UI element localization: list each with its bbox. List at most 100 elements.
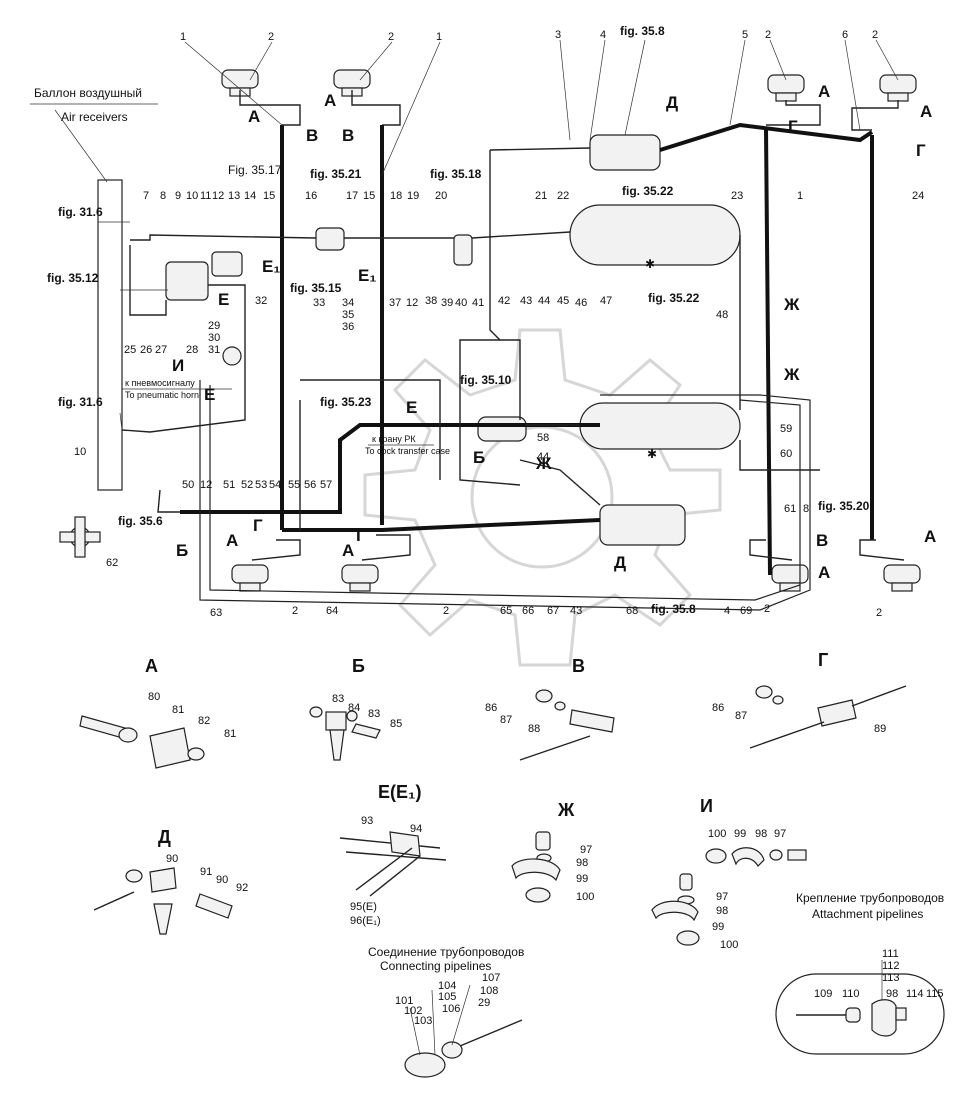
pipelines (121, 90, 905, 611)
detail-e-title: Е(Е₁) (378, 782, 421, 802)
pressure-gauge (222, 346, 242, 366)
callout: 13 (228, 190, 240, 202)
component-3521 (315, 227, 345, 251)
air-receivers-ru-label: Баллон воздушный (34, 86, 142, 100)
callout: 28 (186, 344, 198, 356)
part-number: 89 (874, 723, 886, 735)
letter-a: А (248, 107, 260, 126)
letter-g: Г (356, 526, 366, 545)
callout: 7 (143, 190, 149, 202)
callout: 22 (557, 190, 569, 202)
part-number: 96(Е₁) (350, 915, 381, 927)
part-number: 111 (882, 948, 899, 960)
part-number: 102 (404, 1005, 422, 1017)
valve-block-3512 (165, 261, 209, 301)
callout: 26 (140, 344, 152, 356)
letter-a: А (924, 527, 936, 546)
callout: 2 (443, 605, 449, 617)
callout: 21 (535, 190, 547, 202)
detail-d: Д 90 91 90 92 (93, 827, 248, 935)
callout: 15 (363, 190, 375, 202)
letter-markers: А А А А А А А А В В В Г Г Г Г Д Д Е Е Е … (172, 82, 936, 582)
letter-a: А (818, 563, 830, 582)
part-number: 99 (576, 873, 588, 885)
callout: 12 (212, 190, 224, 202)
detail-d-title: Д (158, 827, 171, 847)
part-number: 87 (500, 714, 512, 726)
valve-62 (59, 516, 101, 558)
figure-references: fig. 35.8 fig. 35.21 fig. 35.18 Fig. 35.… (47, 24, 870, 616)
part-number: 81 (224, 728, 236, 740)
part-number: 103 (414, 1015, 432, 1027)
callout: 20 (435, 190, 447, 202)
callout: 45 (557, 295, 569, 307)
letter-e: Е (218, 290, 229, 309)
part-number: 86 (712, 702, 724, 714)
attachment-en-label: Attachment pipelines (812, 907, 923, 921)
ref-358-bot: fig. 35.8 (651, 602, 696, 616)
part-number: 81 (172, 704, 184, 716)
part-number: 100 (708, 828, 726, 840)
detail-e: Е(Е₁) 93 94 95(Е) 96(Е₁) (339, 782, 447, 927)
thick-brake-lines (180, 122, 874, 576)
callout: 31 (208, 344, 220, 356)
callout: 29 (208, 320, 220, 332)
callout: 48 (716, 309, 728, 321)
callout: 3 (555, 29, 561, 41)
ref-316-top: fig. 31.6 (58, 205, 103, 219)
callout: 54 (269, 479, 281, 491)
part-number: 97 (580, 844, 592, 856)
callout: 8 (803, 503, 809, 515)
part-number: 98 (886, 988, 898, 1000)
callout: 43 (520, 295, 532, 307)
brake-valve-lower (599, 504, 686, 546)
air-receivers-panel: Баллон воздушный Air receivers (30, 86, 158, 491)
callout: 59 (780, 423, 792, 435)
part-number: 87 (735, 710, 747, 722)
annotations: к пневмосигналу To pneumatic horn к кран… (122, 378, 450, 456)
letter-b: Б (473, 448, 485, 467)
part-number: 91 (200, 866, 212, 878)
ref-3517: Fig. 35.17 (228, 163, 282, 177)
ref-3523: fig. 35.23 (320, 395, 372, 409)
part-number: 80 (148, 691, 160, 703)
letter-a: А (342, 541, 354, 560)
callout: 8 (160, 190, 166, 202)
part-number: 109 (814, 988, 832, 1000)
ref-316-bot: fig. 31.6 (58, 395, 103, 409)
part-number: 114 (906, 988, 924, 1000)
callout: 10 (74, 446, 86, 458)
to-horn-ru: к пневмосигналу (125, 378, 195, 388)
part-number: 93 (361, 815, 373, 827)
attachment-ru-label: Крепление трубопроводов (796, 891, 944, 905)
part-number: 100 (720, 939, 738, 951)
callout: 67 (547, 605, 559, 617)
callout: 65 (500, 605, 512, 617)
ref-3518: fig. 35.18 (430, 167, 482, 181)
brake-valve-upper (589, 134, 661, 171)
part-number: 90 (216, 874, 228, 886)
detail-attachment: 109 110 111 112 113 98 114 115 (775, 948, 945, 1055)
callout: 46 (575, 297, 587, 309)
callout: 35 (342, 309, 354, 321)
part-number: 113 (882, 972, 900, 984)
part-number: 98 (576, 857, 588, 869)
callout: 43 (570, 605, 582, 617)
callout: 38 (425, 295, 437, 307)
callout: 50 (182, 479, 194, 491)
callout: 2 (388, 31, 394, 43)
callout: 62 (106, 557, 118, 569)
callout: 57 (320, 479, 332, 491)
ref-3512: fig. 35.12 (47, 271, 99, 285)
letter-g: Г (788, 117, 798, 136)
callout: 10 (186, 190, 198, 202)
part-callouts: 1 2 2 1 3 4 5 2 6 2 7 8 9 10 11 12 13 14… (74, 29, 924, 619)
callout: 24 (912, 190, 924, 202)
callout: 52 (241, 479, 253, 491)
ref-358-top: fig. 35.8 (620, 24, 665, 38)
to-horn-en: To pneumatic horn (125, 390, 199, 400)
callout: 12 (406, 297, 418, 309)
letter-d: Д (614, 553, 626, 572)
detail-g-title: Г (818, 650, 828, 670)
letter-zh: Ж (783, 295, 800, 314)
